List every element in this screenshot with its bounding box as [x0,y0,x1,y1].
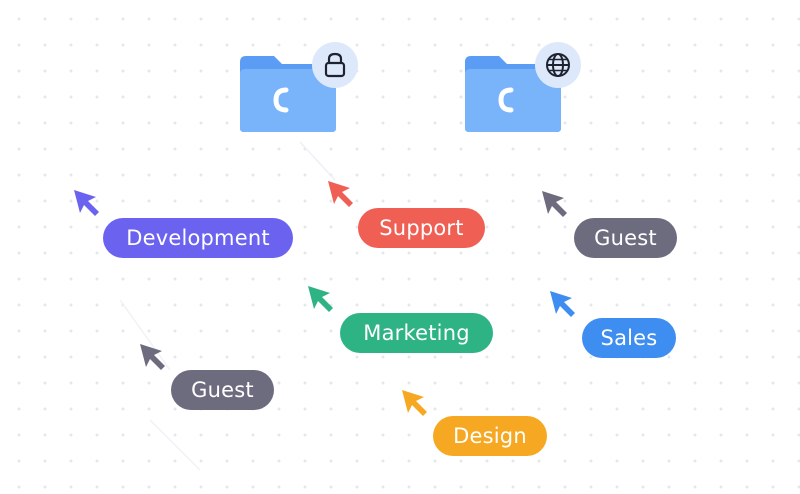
cursor-guest-top [540,189,570,219]
cursor-development [72,188,102,218]
cursor-sales [548,289,578,319]
tag-support[interactable]: Support [358,208,485,248]
cursor-guest-bottom [138,342,168,372]
tag-sales[interactable]: Sales [582,318,676,358]
private-folder[interactable] [240,42,360,142]
arrow-cursor-icon [308,286,333,312]
public-folder[interactable] [465,42,585,142]
arrow-cursor-icon [402,390,427,416]
cursor-support [326,179,356,209]
arrow-cursor-icon [328,181,353,207]
globe-icon [546,53,570,77]
cursor-design [400,388,430,418]
tag-design[interactable]: Design [433,416,547,456]
arrow-cursor-icon [550,291,575,317]
tag-guest-top[interactable]: Guest [574,218,677,258]
globe-badge [535,42,581,88]
tag-development[interactable]: Development [103,218,293,258]
cursor-marketing [306,284,336,314]
tag-guest-bottom[interactable]: Guest [171,370,274,410]
tag-marketing[interactable]: Marketing [340,313,493,353]
folder-icon [240,56,336,132]
arrow-cursor-icon [140,344,165,370]
arrow-cursor-icon [542,191,567,217]
lock-icon [324,52,346,78]
lock-badge [312,42,358,88]
arrow-cursor-icon [74,190,99,216]
